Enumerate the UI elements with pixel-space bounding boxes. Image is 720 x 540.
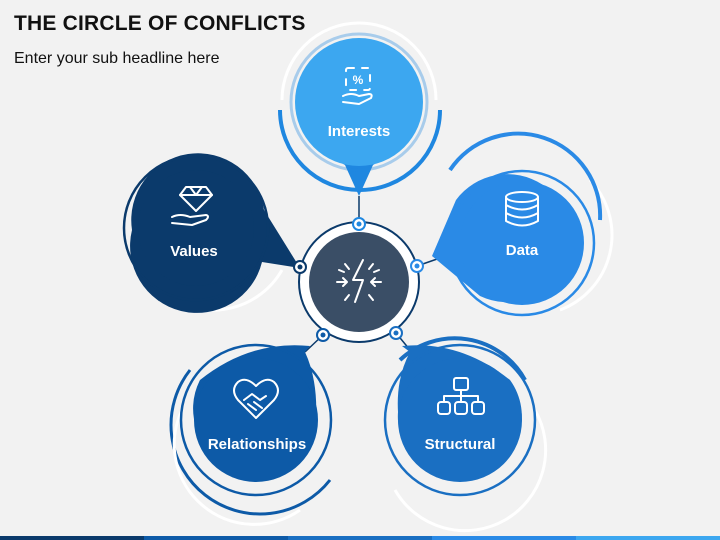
- values-label: Values: [170, 243, 218, 260]
- diamond-hand-icon: [171, 186, 213, 226]
- percent-hand-icon: %: [342, 67, 373, 105]
- data-label: Data: [506, 242, 539, 259]
- bottom-bar-segment: [432, 536, 576, 540]
- node-interests[interactable]: % Interests: [278, 21, 442, 196]
- bottom-bar-segment: [144, 536, 288, 540]
- data-circle: [460, 181, 584, 305]
- values-circle: [138, 170, 254, 286]
- interests-circle: [295, 38, 423, 166]
- handshake-heart-icon: [233, 378, 279, 419]
- node-structural[interactable]: Structural: [383, 336, 548, 533]
- node-data[interactable]: Data: [432, 131, 614, 317]
- page-subtitle: Enter your sub headline here: [14, 50, 220, 67]
- relationships-label: Relationships: [208, 436, 306, 453]
- relationships-circle: [194, 358, 318, 482]
- center-circle: [309, 232, 409, 332]
- database-icon: [505, 191, 539, 227]
- bottom-bar-segment: [288, 536, 432, 540]
- structural-label: Structural: [425, 436, 496, 453]
- bottom-color-bar: [0, 536, 720, 540]
- conflict-lightning-icon: [336, 259, 382, 303]
- center-hub: [293, 217, 424, 343]
- node-relationships[interactable]: Relationships: [169, 343, 333, 526]
- page-title: THE CIRCLE OF CONFLICTS: [14, 12, 306, 35]
- connector-dots: [293, 217, 424, 342]
- node-values[interactable]: Values: [122, 153, 300, 313]
- interests-label: Interests: [328, 123, 391, 140]
- bottom-bar-segment: [576, 536, 720, 540]
- svg-text:%: %: [353, 73, 364, 87]
- structural-circle: [398, 358, 522, 482]
- hierarchy-icon: [437, 377, 485, 415]
- bottom-bar-segment: [0, 536, 144, 540]
